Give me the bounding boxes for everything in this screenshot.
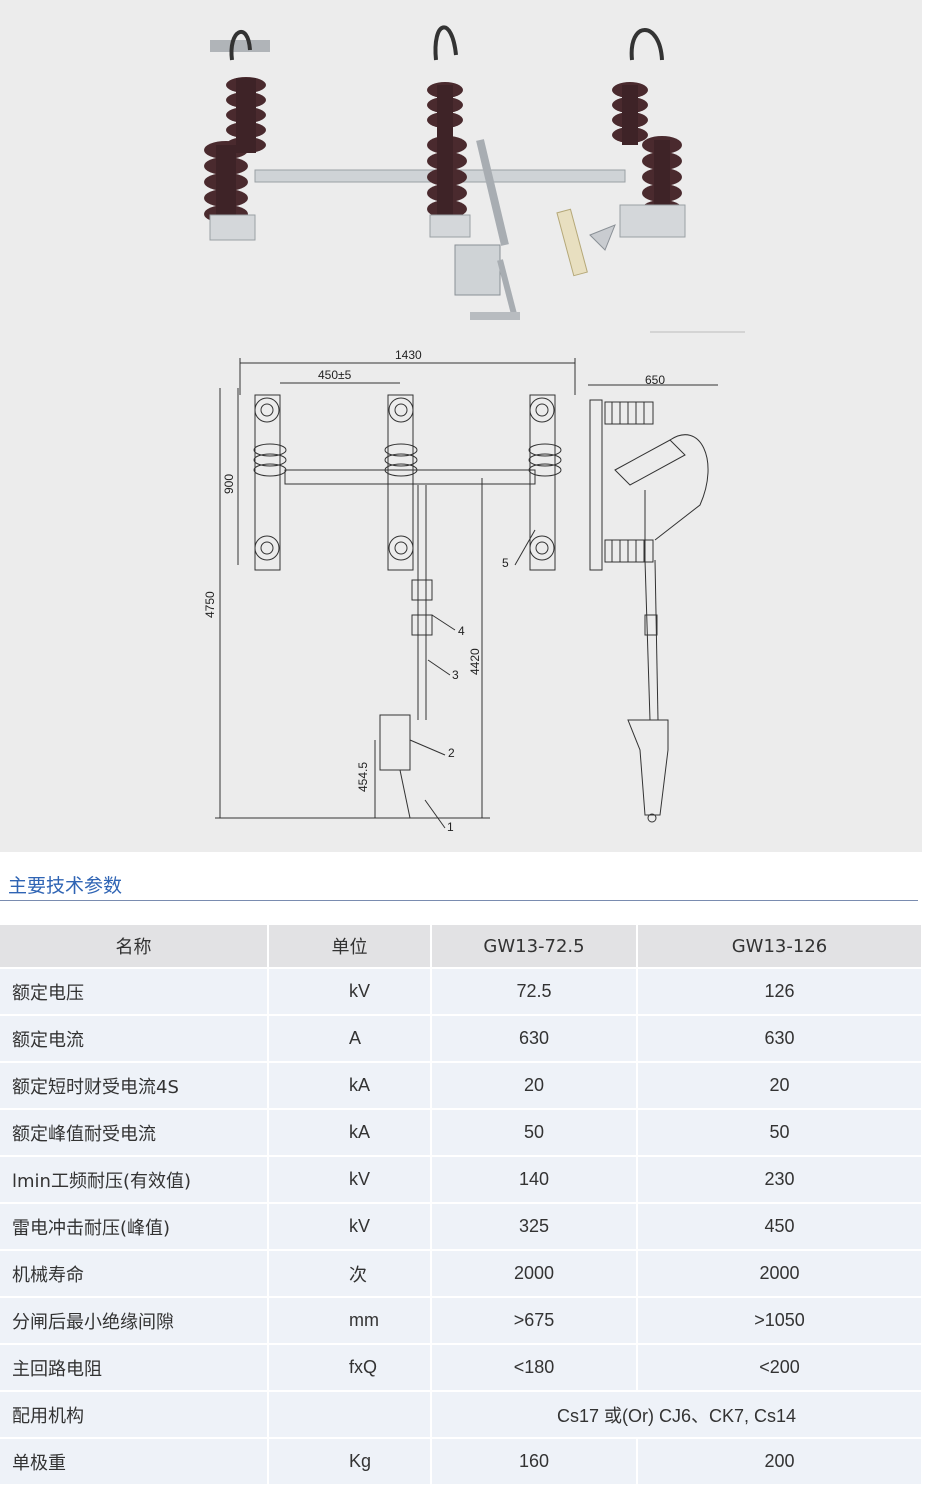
callout-3: 3 xyxy=(452,668,459,682)
side-view-drawing xyxy=(588,384,718,823)
table-row: 额定短时财受电流4S kA 20 20 xyxy=(0,1062,923,1110)
row-unit: mm xyxy=(268,1297,432,1345)
table-row: 单极重 Kg 160 200 xyxy=(0,1438,923,1486)
row-value-72: 2000 xyxy=(431,1250,638,1298)
row-value-shared: Cs17 或(Or) CJ6、CK7, Cs14 xyxy=(431,1391,923,1439)
row-unit xyxy=(268,1391,432,1439)
row-value-126: 200 xyxy=(637,1438,923,1486)
table-row: lmin工频耐压(有效值) kV 140 230 xyxy=(0,1156,923,1204)
row-value-126: 50 xyxy=(637,1109,923,1157)
callout-4: 4 xyxy=(458,624,465,638)
row-value-126: 450 xyxy=(637,1203,923,1251)
row-value-126: 126 xyxy=(637,968,923,1016)
row-unit: 次 xyxy=(268,1250,432,1298)
callout-1: 1 xyxy=(447,820,454,834)
row-name: 配用机构 xyxy=(0,1391,269,1439)
row-value-72: 72.5 xyxy=(431,968,638,1016)
header-unit: 单位 xyxy=(268,925,432,969)
row-value-126: 230 xyxy=(637,1156,923,1204)
row-value-72: 50 xyxy=(431,1109,638,1157)
dim-side-width: 650 xyxy=(645,373,666,387)
row-value-72: 630 xyxy=(431,1015,638,1063)
callout-5: 5 xyxy=(502,556,509,570)
row-value-72: <180 xyxy=(431,1344,638,1392)
table-row: 额定电压 kV 72.5 126 xyxy=(0,968,923,1016)
header-model-126: GW13-126 xyxy=(637,925,923,969)
table-row: 分闸后最小绝缘间隙 mm >675 >1050 xyxy=(0,1297,923,1345)
row-value-72: 20 xyxy=(431,1062,638,1110)
dim-height-900: 900 xyxy=(222,473,236,494)
table-row: 机械寿命 次 2000 2000 xyxy=(0,1250,923,1298)
dim-height-4750: 4750 xyxy=(203,591,217,618)
row-name: 主回路电阻 xyxy=(0,1344,269,1392)
row-name: 额定短时财受电流4S xyxy=(0,1062,269,1110)
product-figure: 1430 450±5 650 900 4750 4420 454.5 1 2 3… xyxy=(0,0,922,852)
table-row: 雷电冲击耐压(峰值) kV 325 450 xyxy=(0,1203,923,1251)
row-value-126: 630 xyxy=(637,1015,923,1063)
front-view-drawing xyxy=(215,358,576,829)
row-unit: kA xyxy=(268,1109,432,1157)
row-name: 额定峰值耐受电流 xyxy=(0,1109,269,1157)
row-value-126: 20 xyxy=(637,1062,923,1110)
row-unit: kA xyxy=(268,1062,432,1110)
callout-2: 2 xyxy=(448,746,455,760)
row-name: lmin工频耐压(有效值) xyxy=(0,1156,269,1204)
row-name: 额定电压 xyxy=(0,968,269,1016)
row-unit: Kg xyxy=(268,1438,432,1486)
row-value-126: 2000 xyxy=(637,1250,923,1298)
row-unit: kV xyxy=(268,968,432,1016)
row-value-72: 160 xyxy=(431,1438,638,1486)
row-value-126: <200 xyxy=(637,1344,923,1392)
dim-height-4420: 4420 xyxy=(468,648,482,675)
table-row: 主回路电阻 fxQ <180 <200 xyxy=(0,1344,923,1392)
dim-pole-spacing: 450±5 xyxy=(318,368,352,382)
row-name: 单极重 xyxy=(0,1438,269,1486)
row-value-72: >675 xyxy=(431,1297,638,1345)
table-row: 额定峰值耐受电流 kA 50 50 xyxy=(0,1109,923,1157)
row-name: 机械寿命 xyxy=(0,1250,269,1298)
dim-total-width: 1430 xyxy=(395,348,422,362)
row-unit: A xyxy=(268,1015,432,1063)
row-name: 分闸后最小绝缘间隙 xyxy=(0,1297,269,1345)
header-name: 名称 xyxy=(0,925,269,969)
product-photo xyxy=(204,25,686,320)
row-value-72: 325 xyxy=(431,1203,638,1251)
row-unit: fxQ xyxy=(268,1344,432,1392)
row-value-72: 140 xyxy=(431,1156,638,1204)
section-title: 主要技术参数 xyxy=(8,875,123,897)
table-row: 配用机构 Cs17 或(Or) CJ6、CK7, Cs14 xyxy=(0,1391,923,1439)
section-divider xyxy=(0,900,918,901)
row-value-126: >1050 xyxy=(637,1297,923,1345)
row-name: 额定电流 xyxy=(0,1015,269,1063)
table-header-row: 名称 单位 GW13-72.5 GW13-126 xyxy=(0,925,923,969)
header-model-72: GW13-72.5 xyxy=(431,925,638,969)
row-unit: kV xyxy=(268,1156,432,1204)
row-name: 雷电冲击耐压(峰值) xyxy=(0,1203,269,1251)
spec-table: 名称 单位 GW13-72.5 GW13-126 额定电压 kV 72.5 12… xyxy=(0,925,923,1486)
table-row: 额定电流 A 630 630 xyxy=(0,1015,923,1063)
dim-height-454: 454.5 xyxy=(356,761,370,792)
product-illustration xyxy=(204,25,745,829)
row-unit: kV xyxy=(268,1203,432,1251)
